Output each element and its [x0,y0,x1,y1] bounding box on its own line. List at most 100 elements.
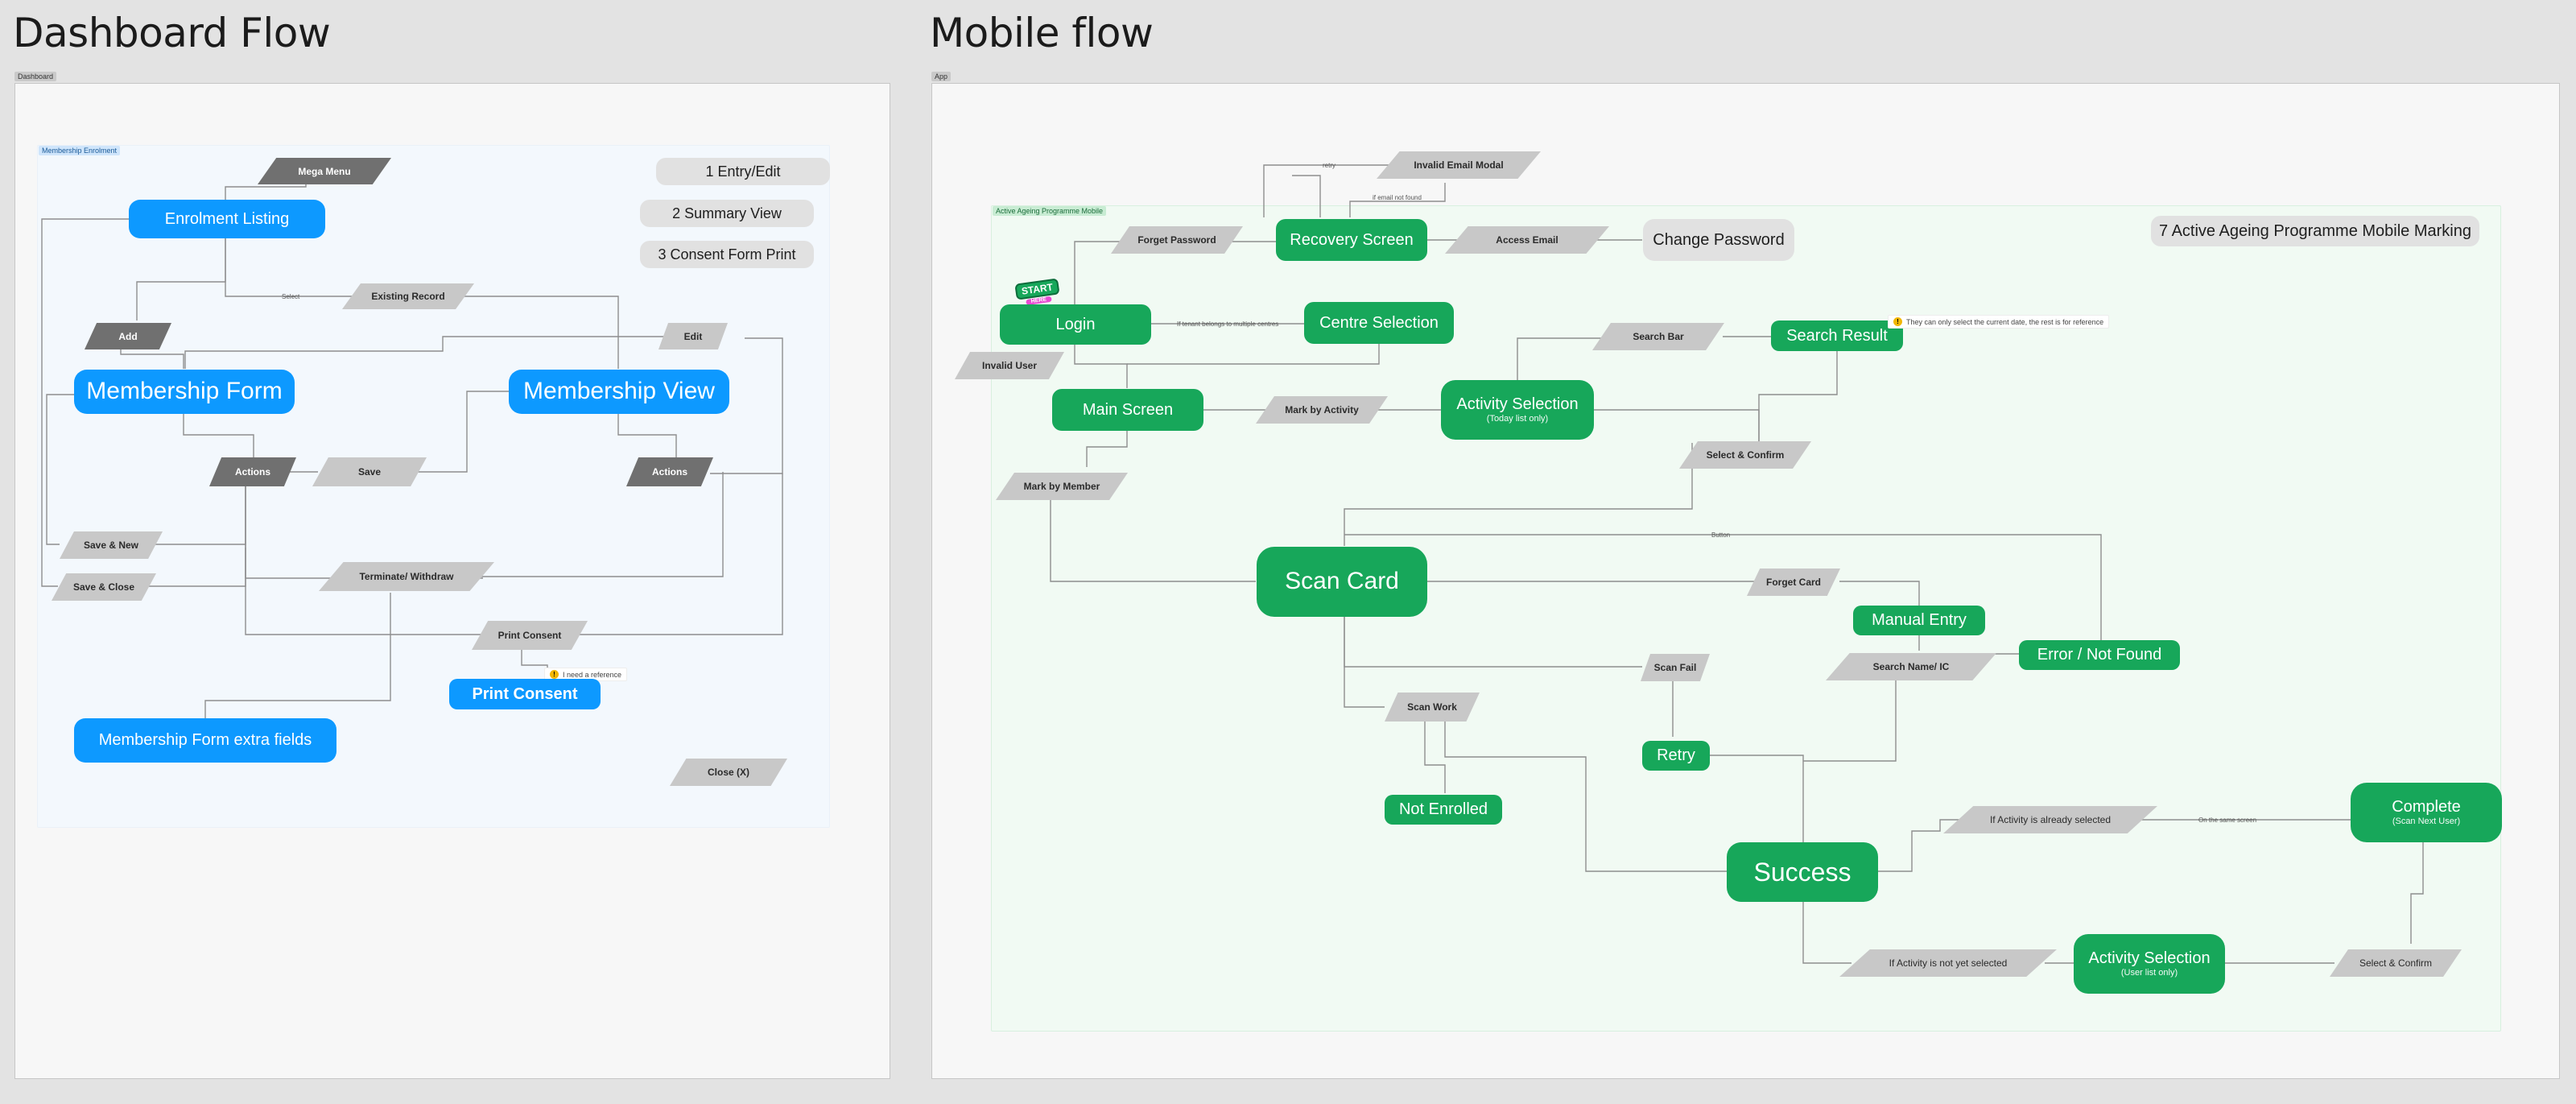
login-node[interactable]: Login [1000,304,1151,345]
activity-selection-title: Activity Selection [1456,395,1579,414]
success-node[interactable]: Success [1727,842,1878,902]
edit-action[interactable]: Edit [658,323,728,349]
mega-menu-action[interactable]: Mega Menu [258,158,391,184]
mark-by-member-action[interactable]: Mark by Member [996,473,1128,500]
scan-work-action[interactable]: Scan Work [1385,693,1480,722]
activity-selection-user-node[interactable]: Activity Selection (User list only) [2074,934,2225,994]
complete-subtitle: (Scan Next User) [2392,817,2461,827]
date-reference-note-text: They can only select the current date, t… [1906,317,2104,326]
terminate-withdraw-action[interactable]: Terminate/ Withdraw [319,562,494,591]
connector [1349,183,1446,217]
manual-entry-node[interactable]: Manual Entry [1853,606,1985,635]
connector [1424,722,1446,793]
warning-icon: ! [1893,317,1902,326]
connector [1050,491,1256,582]
connector [183,412,254,457]
search-name-ic-action[interactable]: Search Name/ IC [1826,653,1996,680]
connector [1444,722,1727,872]
activity-selection-node[interactable]: Activity Selection (Today list only) [1441,380,1594,440]
email-not-found-label: if email not found [1373,194,1422,201]
if-already-selected-action[interactable]: If Activity is already selected [1943,806,2157,833]
retry-node[interactable]: Retry [1642,741,1710,771]
active-ageing-section-label: Active Ageing Programme Mobile [993,206,1107,216]
connector [580,473,783,635]
existing-record-action[interactable]: Existing Record [342,283,474,309]
save-new-action[interactable]: Save & New [60,531,163,559]
connector [1344,617,1642,668]
connector [184,336,684,369]
select-confirm-final-action[interactable]: Select & Confirm [2330,949,2462,977]
connector [1074,343,1128,388]
error-not-found-node[interactable]: Error / Not Found [2019,640,2180,670]
legend-entry-edit: 1 Entry/Edit [656,158,830,185]
actions-right-action[interactable]: Actions [626,457,713,486]
close-action[interactable]: Close (X) [670,759,787,786]
connector [136,238,226,320]
connector [710,337,783,474]
forget-card-action[interactable]: Forget Card [1747,569,1840,596]
select-confirm-action[interactable]: Select & Confirm [1679,441,1811,469]
scan-fail-action[interactable]: Scan Fail [1641,654,1710,681]
actions-left-action[interactable]: Actions [209,457,296,486]
same-screen-label: On the same screen [2198,817,2257,824]
invalid-user-action[interactable]: Invalid User [955,352,1064,379]
multiple-centres-label: If tenant belongs to multiple centres [1177,320,1279,328]
connector [1344,617,1385,708]
dashboard-flow-title: Dashboard Flow [13,10,331,56]
complete-title: Complete [2392,798,2461,817]
mobile-marking-legend: 7 Active Ageing Programme Mobile Marking [2151,216,2479,246]
connector [475,472,724,577]
recovery-screen-node[interactable]: Recovery Screen [1276,219,1427,261]
forget-password-action[interactable]: Forget Password [1111,226,1243,254]
if-not-selected-action[interactable]: If Activity is not yet selected [1839,949,2057,977]
activity-selection-subtitle: (Today list only) [1486,414,1549,424]
main-screen-node[interactable]: Main Screen [1052,389,1203,431]
connector [1876,819,1964,872]
legend-summary-view: 2 Summary View [640,200,814,227]
connector [1344,443,1693,546]
membership-enrolment-section-label: Membership Enrolment [39,146,121,155]
membership-form-extra-fields-node[interactable]: Membership Form extra fields [74,718,336,763]
enrolment-listing-node[interactable]: Enrolment Listing [129,200,325,238]
button-connector-label: Button [1711,531,1731,539]
connector [41,218,129,587]
complete-node[interactable]: Complete (Scan Next User) [2351,783,2502,842]
dashboard-frame-tag[interactable]: Dashboard [14,72,57,81]
connector [204,593,391,718]
search-result-node[interactable]: Search Result [1771,320,1903,351]
app-frame-tag[interactable]: App [931,72,952,81]
connector [245,548,483,635]
save-action[interactable]: Save [312,457,427,486]
connector [407,391,509,473]
access-email-action[interactable]: Access Email [1445,226,1609,254]
invalid-email-modal-action[interactable]: Invalid Email Modal [1377,151,1541,179]
add-action[interactable]: Add [85,323,171,349]
select-connector-label: Select [282,293,300,300]
not-enrolled-node[interactable]: Not Enrolled [1385,795,1502,825]
legend-consent-form-print: 3 Consent Form Print [640,241,814,268]
activity-selection-user-subtitle: (User list only) [2120,968,2178,978]
membership-view-node[interactable]: Membership View [509,370,729,414]
connector [1839,581,1920,606]
centre-selection-node[interactable]: Centre Selection [1304,302,1454,344]
start-sticker-text: START [1014,278,1060,300]
change-password-node[interactable]: Change Password [1643,219,1794,261]
connector [1292,175,1321,217]
scan-card-node[interactable]: Scan Card [1257,547,1427,617]
connector [1086,431,1128,467]
connector [1594,409,1760,443]
reference-note-text: I need a reference [563,670,622,679]
connector [120,348,184,369]
save-close-action[interactable]: Save & Close [52,573,156,601]
connector [1758,351,1838,443]
activity-selection-user-title: Activity Selection [2088,949,2211,968]
connector [1803,680,1897,762]
print-consent-node[interactable]: Print Consent [449,679,601,709]
membership-form-node[interactable]: Membership Form [74,370,295,414]
print-consent-action[interactable]: Print Consent [472,621,588,650]
mark-by-activity-action[interactable]: Mark by Activity [1256,396,1388,424]
connector [402,296,619,369]
mobile-flow-title: Mobile flow [930,10,1154,56]
search-bar-action[interactable]: Search Bar [1592,323,1724,350]
